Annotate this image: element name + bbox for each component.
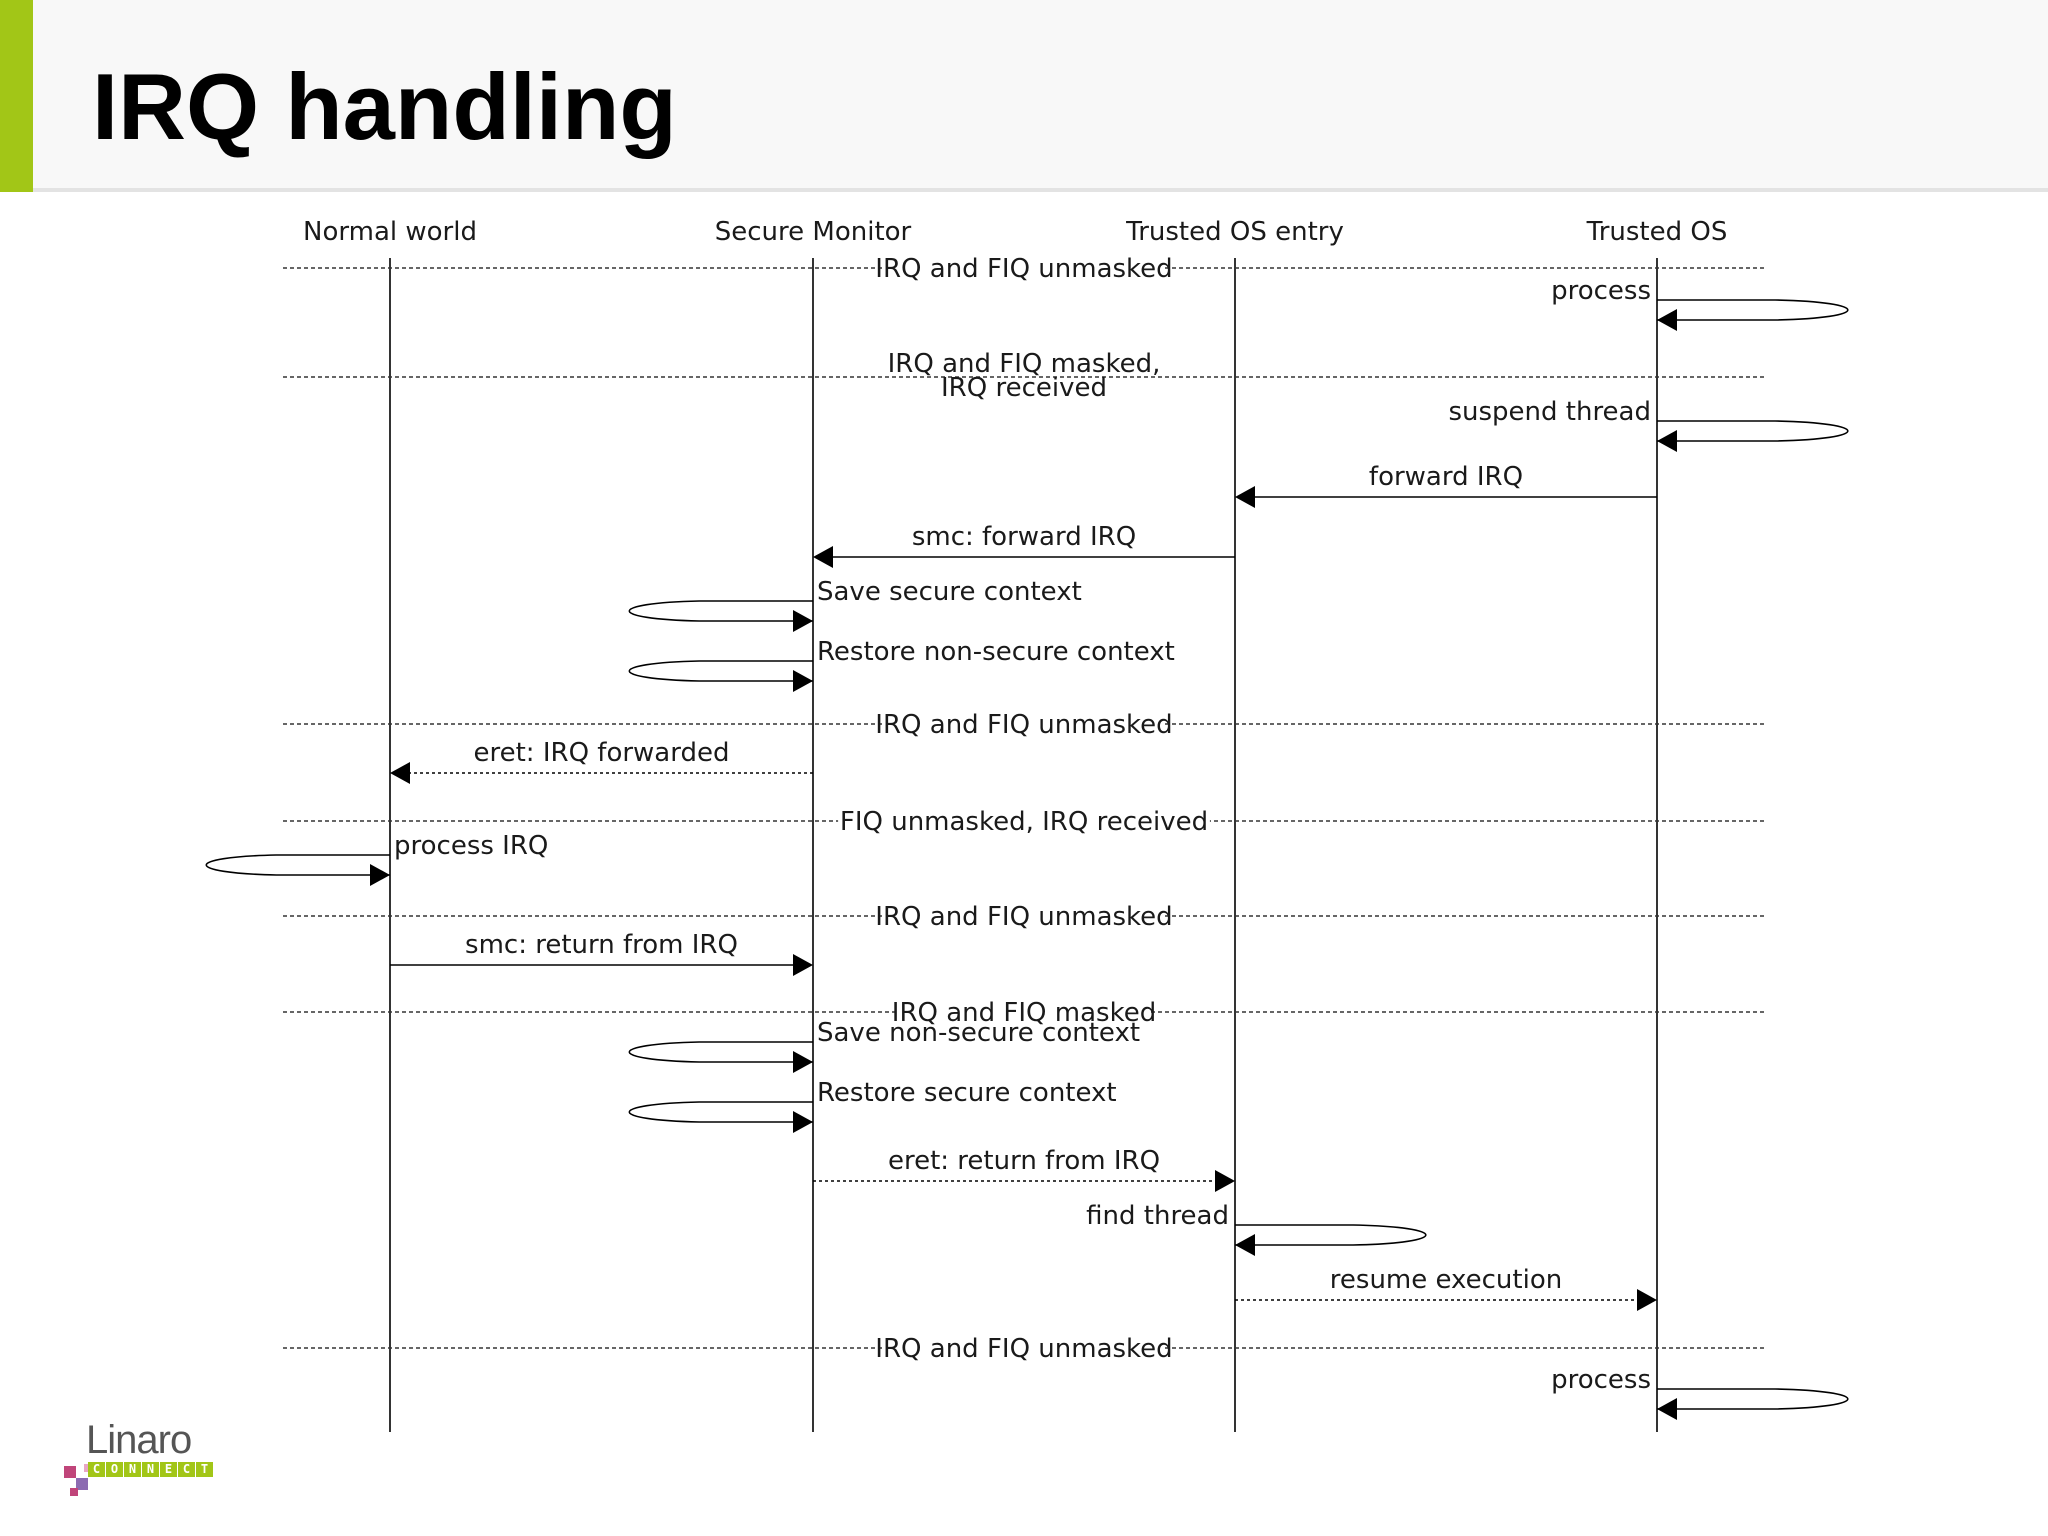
message-label: process IRQ: [394, 831, 548, 861]
message-label: find thread: [1086, 1201, 1229, 1231]
separator-label-backdrop: [885, 254, 1163, 282]
separator-label: IRQ and FIQ unmasked: [875, 902, 1172, 932]
message-label: eret: IRQ forwarded: [474, 738, 730, 768]
message-arrowhead: [1235, 1234, 1255, 1256]
logo-letter: T: [196, 1462, 213, 1477]
logo-letter: C: [88, 1462, 105, 1477]
message-label: Restore secure context: [817, 1078, 1117, 1108]
message-arrowhead: [1637, 1289, 1657, 1311]
logo-letter: N: [124, 1462, 141, 1477]
message-label: Save non-secure context: [817, 1018, 1140, 1048]
accent-bar: [0, 0, 33, 192]
logo-letter: C: [178, 1462, 195, 1477]
message-label: smc: return from IRQ: [465, 930, 738, 960]
separator-label-backdrop: [885, 1334, 1163, 1362]
separator-label: IRQ and FIQ unmasked: [875, 1334, 1172, 1364]
message-label: Restore non-secure context: [817, 637, 1175, 667]
slide-title: IRQ handling: [92, 54, 677, 159]
message-arrowhead: [1657, 1398, 1677, 1420]
separator-label: IRQ received: [941, 373, 1107, 403]
message-arrowhead: [793, 954, 813, 976]
message-label: resume execution: [1330, 1265, 1562, 1295]
message-arrowhead: [370, 864, 390, 886]
self-message-loop: [1235, 1224, 1427, 1246]
separator-label-backdrop: [838, 807, 1210, 835]
logo-letter: E: [160, 1462, 177, 1477]
self-message-loop: [205, 854, 390, 876]
separator-label-backdrop: [885, 710, 1163, 738]
participant-label: Trusted OS: [1586, 217, 1728, 247]
participant-label: Normal world: [303, 217, 477, 247]
message-label: process: [1551, 1365, 1651, 1395]
self-message-loop: [1657, 420, 1849, 442]
message-arrowhead: [1235, 486, 1255, 508]
message-arrowhead: [793, 1111, 813, 1133]
message-label: forward IRQ: [1369, 462, 1523, 492]
self-message-loop: [1657, 299, 1849, 321]
separator-label-backdrop: [898, 998, 1150, 1026]
logo-letter: O: [106, 1462, 123, 1477]
logo-letter: N: [142, 1462, 159, 1477]
separator-label: IRQ and FIQ masked: [892, 998, 1156, 1028]
message-label: eret: return from IRQ: [888, 1146, 1160, 1176]
header-rule: [33, 188, 2048, 192]
message-label: smc: forward IRQ: [912, 522, 1136, 552]
self-message-loop: [628, 1101, 813, 1123]
participant-label: Secure Monitor: [715, 217, 912, 247]
message-arrowhead: [1657, 309, 1677, 331]
message-label: suspend thread: [1448, 397, 1651, 427]
message-arrowhead: [793, 1051, 813, 1073]
message-arrowhead: [793, 610, 813, 632]
message-arrowhead: [793, 670, 813, 692]
self-message-loop: [628, 660, 813, 682]
separator-label: IRQ and FIQ unmasked: [875, 710, 1172, 740]
separator-label: FIQ unmasked, IRQ received: [840, 807, 1208, 837]
separator-label-backdrop: [885, 902, 1163, 930]
header-band: [33, 0, 2048, 188]
message-arrowhead: [390, 762, 410, 784]
logo-wordmark: Linaro: [86, 1418, 192, 1462]
message-arrowhead: [1215, 1170, 1235, 1192]
message-label: Save secure context: [817, 577, 1082, 607]
message-arrowhead: [1657, 430, 1677, 452]
self-message-loop: [628, 1041, 813, 1063]
separator-label: IRQ and FIQ masked,: [888, 349, 1161, 379]
separator-label: IRQ and FIQ unmasked: [875, 254, 1172, 284]
participant-label: Trusted OS entry: [1125, 217, 1344, 247]
message-arrowhead: [813, 546, 833, 568]
self-message-loop: [1657, 1388, 1849, 1410]
self-message-loop: [628, 600, 813, 622]
message-label: process: [1551, 276, 1651, 306]
